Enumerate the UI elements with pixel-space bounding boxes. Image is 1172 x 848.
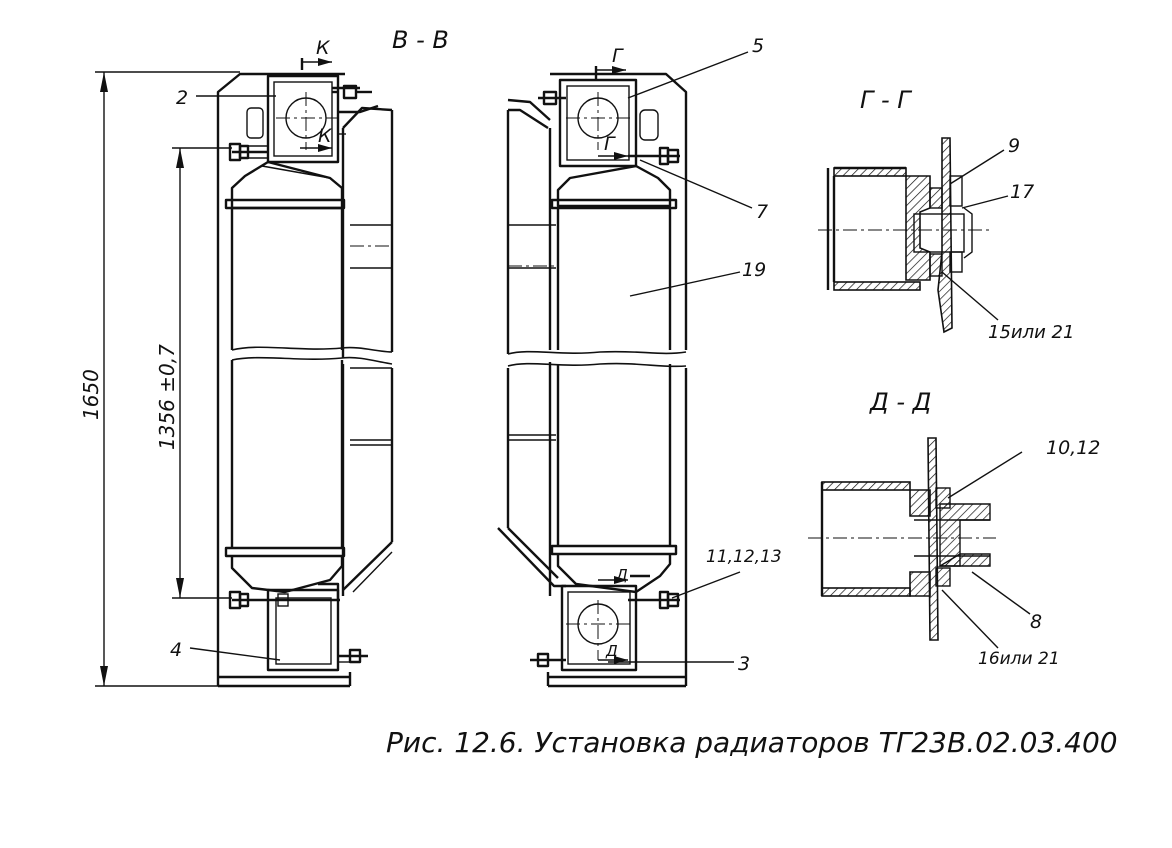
leader-7 xyxy=(639,159,753,209)
mark-k-top: К xyxy=(316,37,331,59)
leader-15 xyxy=(941,271,999,321)
middle-bottom-collector xyxy=(530,574,680,672)
section-gg xyxy=(818,137,990,334)
callout-15: 15или 21 xyxy=(988,322,1074,343)
middle-top-collector xyxy=(538,78,680,168)
leader-9 xyxy=(949,149,1005,185)
middle-view xyxy=(497,51,753,688)
leader-10-12 xyxy=(947,451,1023,499)
leader-8 xyxy=(971,571,1031,615)
left-bottom-collector xyxy=(228,582,368,672)
dimension-1356-text: 1356 ±0,7 xyxy=(155,344,179,450)
leader-11-12-13 xyxy=(671,571,741,599)
section-mark-k xyxy=(300,58,332,152)
section-label-gg: Г - Г xyxy=(860,86,912,114)
callout-5: 5 xyxy=(752,35,764,57)
left-radiator xyxy=(224,160,393,594)
callout-8: 8 xyxy=(1030,611,1042,633)
middle-frame xyxy=(497,72,688,688)
section-mark-g xyxy=(594,66,628,160)
section-label-dd: Д - Д xyxy=(869,388,931,416)
mark-g-top: Г xyxy=(612,45,624,67)
callout-9: 9 xyxy=(1008,135,1020,157)
leader-4 xyxy=(189,647,281,661)
leader-17 xyxy=(961,195,1009,209)
middle-radiator xyxy=(507,164,687,594)
callout-16: 16или 21 xyxy=(978,649,1060,669)
callout-11-12-13: 11,12,13 xyxy=(706,547,782,567)
callout-7: 7 xyxy=(756,201,768,223)
callout-17: 17 xyxy=(1010,181,1034,203)
mark-d-bottom2: Д xyxy=(605,642,618,660)
mark-d-bottom: Д xyxy=(615,566,628,584)
left-top-collector xyxy=(228,74,379,164)
left-view xyxy=(95,58,394,688)
leader-19 xyxy=(629,271,741,297)
dimension-1650-text: 1650 xyxy=(79,369,103,420)
section-dd xyxy=(808,437,1031,649)
callout-19: 19 xyxy=(742,259,766,281)
dimension-1650 xyxy=(95,71,240,687)
callout-4: 4 xyxy=(170,639,182,661)
mark-k-mid: К xyxy=(318,125,333,147)
mark-g-mid: Г xyxy=(604,133,616,155)
callout-3: 3 xyxy=(738,653,750,675)
leader-16 xyxy=(941,589,999,649)
view-label-bb: В - В xyxy=(392,26,449,54)
callout-10-12: 10,12 xyxy=(1046,437,1100,459)
figure-caption: Рис. 12.6. Установка радиаторов ТГ23В.02… xyxy=(386,726,1118,759)
leader-5 xyxy=(627,51,749,99)
callout-2: 2 xyxy=(176,87,188,109)
dimension-1356 xyxy=(172,147,232,599)
